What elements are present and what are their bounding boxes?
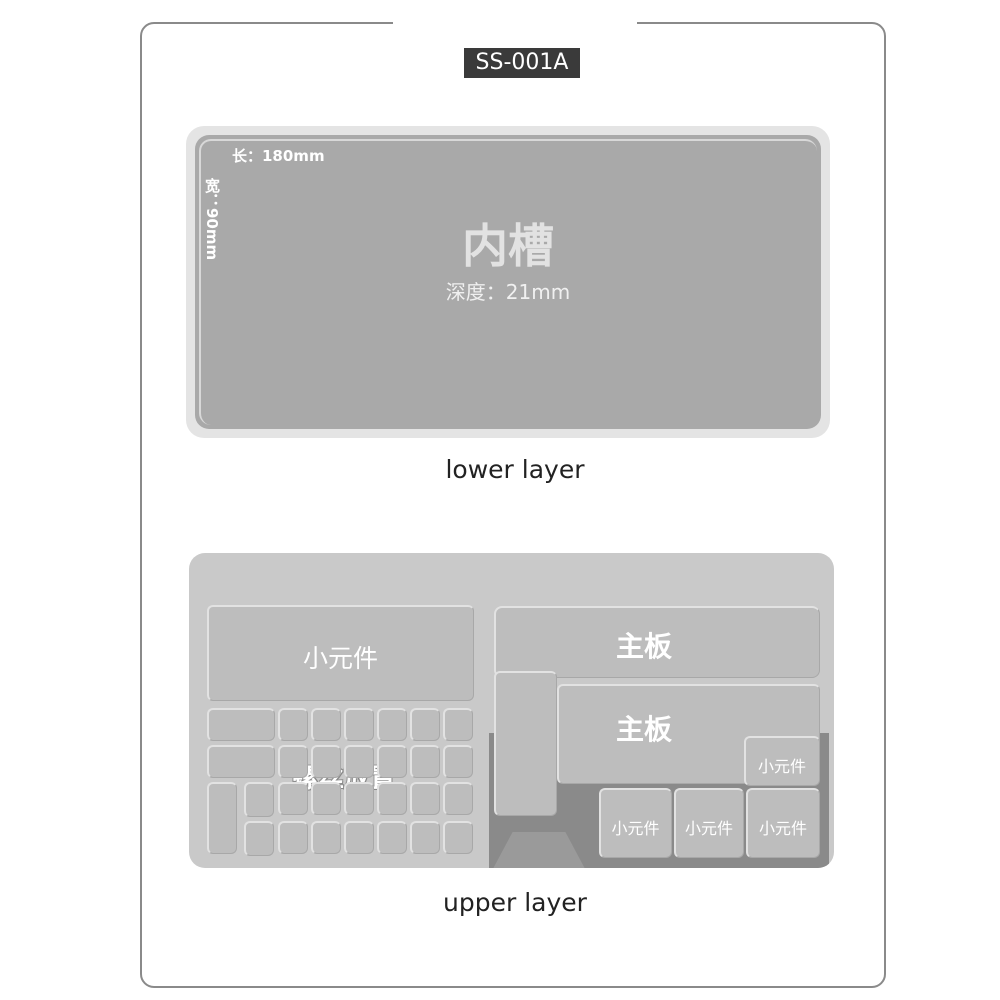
screw-slot bbox=[344, 708, 374, 741]
lower-layer-caption: lower layer bbox=[445, 455, 585, 484]
mainboard-label-middle: 主板 bbox=[615, 713, 672, 746]
mainboard-label-top: 主板 bbox=[615, 630, 672, 663]
screw-slot bbox=[278, 821, 308, 854]
screw-slot bbox=[410, 782, 440, 815]
lower-layer-tray bbox=[186, 126, 830, 438]
screw-slot bbox=[443, 708, 473, 741]
screw-slot bbox=[311, 745, 341, 778]
mainboard-compartment-top bbox=[494, 606, 820, 678]
screw-slot-wide bbox=[207, 745, 275, 778]
length-dimension: 长：180mm bbox=[232, 147, 325, 165]
screw-slot bbox=[410, 821, 440, 854]
screw-slot bbox=[278, 745, 308, 778]
screw-slot bbox=[377, 745, 407, 778]
screw-slot bbox=[311, 708, 341, 741]
screw-slot bbox=[278, 782, 308, 815]
mainboard-compartment-left bbox=[494, 671, 557, 816]
screw-slot bbox=[410, 708, 440, 741]
screw-slot bbox=[278, 708, 308, 741]
screw-slot-tall bbox=[207, 782, 237, 854]
screw-slot bbox=[443, 821, 473, 854]
screw-slot bbox=[377, 821, 407, 854]
small-parts-label-bottom-1: 小元件 bbox=[611, 819, 660, 838]
small-parts-compartment-large bbox=[207, 605, 474, 701]
small-parts-compartment-bottom-1 bbox=[599, 788, 672, 858]
screw-slot bbox=[377, 782, 407, 815]
small-parts-compartment-bottom-2 bbox=[674, 788, 744, 858]
depth-dimension: 深度：21mm bbox=[445, 280, 571, 304]
screw-slot-wide bbox=[207, 708, 275, 741]
small-parts-label-large: 小元件 bbox=[302, 644, 378, 673]
screw-slot bbox=[344, 745, 374, 778]
upper-layer-caption: upper layer bbox=[443, 888, 587, 917]
small-parts-label-bottom-3: 小元件 bbox=[758, 819, 807, 838]
small-parts-compartment-bottom-3 bbox=[746, 788, 820, 858]
screw-slot bbox=[344, 821, 374, 854]
screw-slot bbox=[311, 821, 341, 854]
small-parts-compartment-right bbox=[744, 736, 820, 786]
small-parts-label-bottom-2: 小元件 bbox=[684, 819, 733, 838]
screw-slot bbox=[377, 708, 407, 741]
inner-slot-bevel bbox=[199, 139, 817, 425]
frame-gap bbox=[393, 18, 637, 26]
screw-slot bbox=[244, 821, 274, 856]
inner-slot-title: 内槽 bbox=[462, 219, 554, 273]
width-dimension: 宽：90mm bbox=[203, 178, 221, 261]
screw-slot bbox=[344, 782, 374, 815]
screw-slot bbox=[443, 782, 473, 815]
screw-slot bbox=[410, 745, 440, 778]
model-tag: SS-001A bbox=[464, 48, 580, 78]
upper-layer-tray: 小元件 螺丝放置 主板 主板 小元件 小元件 小元件 小元件 bbox=[189, 553, 834, 868]
screw-slot bbox=[244, 782, 274, 817]
inner-slot bbox=[195, 135, 821, 429]
screw-slot bbox=[311, 782, 341, 815]
screw-slot bbox=[443, 745, 473, 778]
small-parts-label-right: 小元件 bbox=[757, 757, 806, 776]
